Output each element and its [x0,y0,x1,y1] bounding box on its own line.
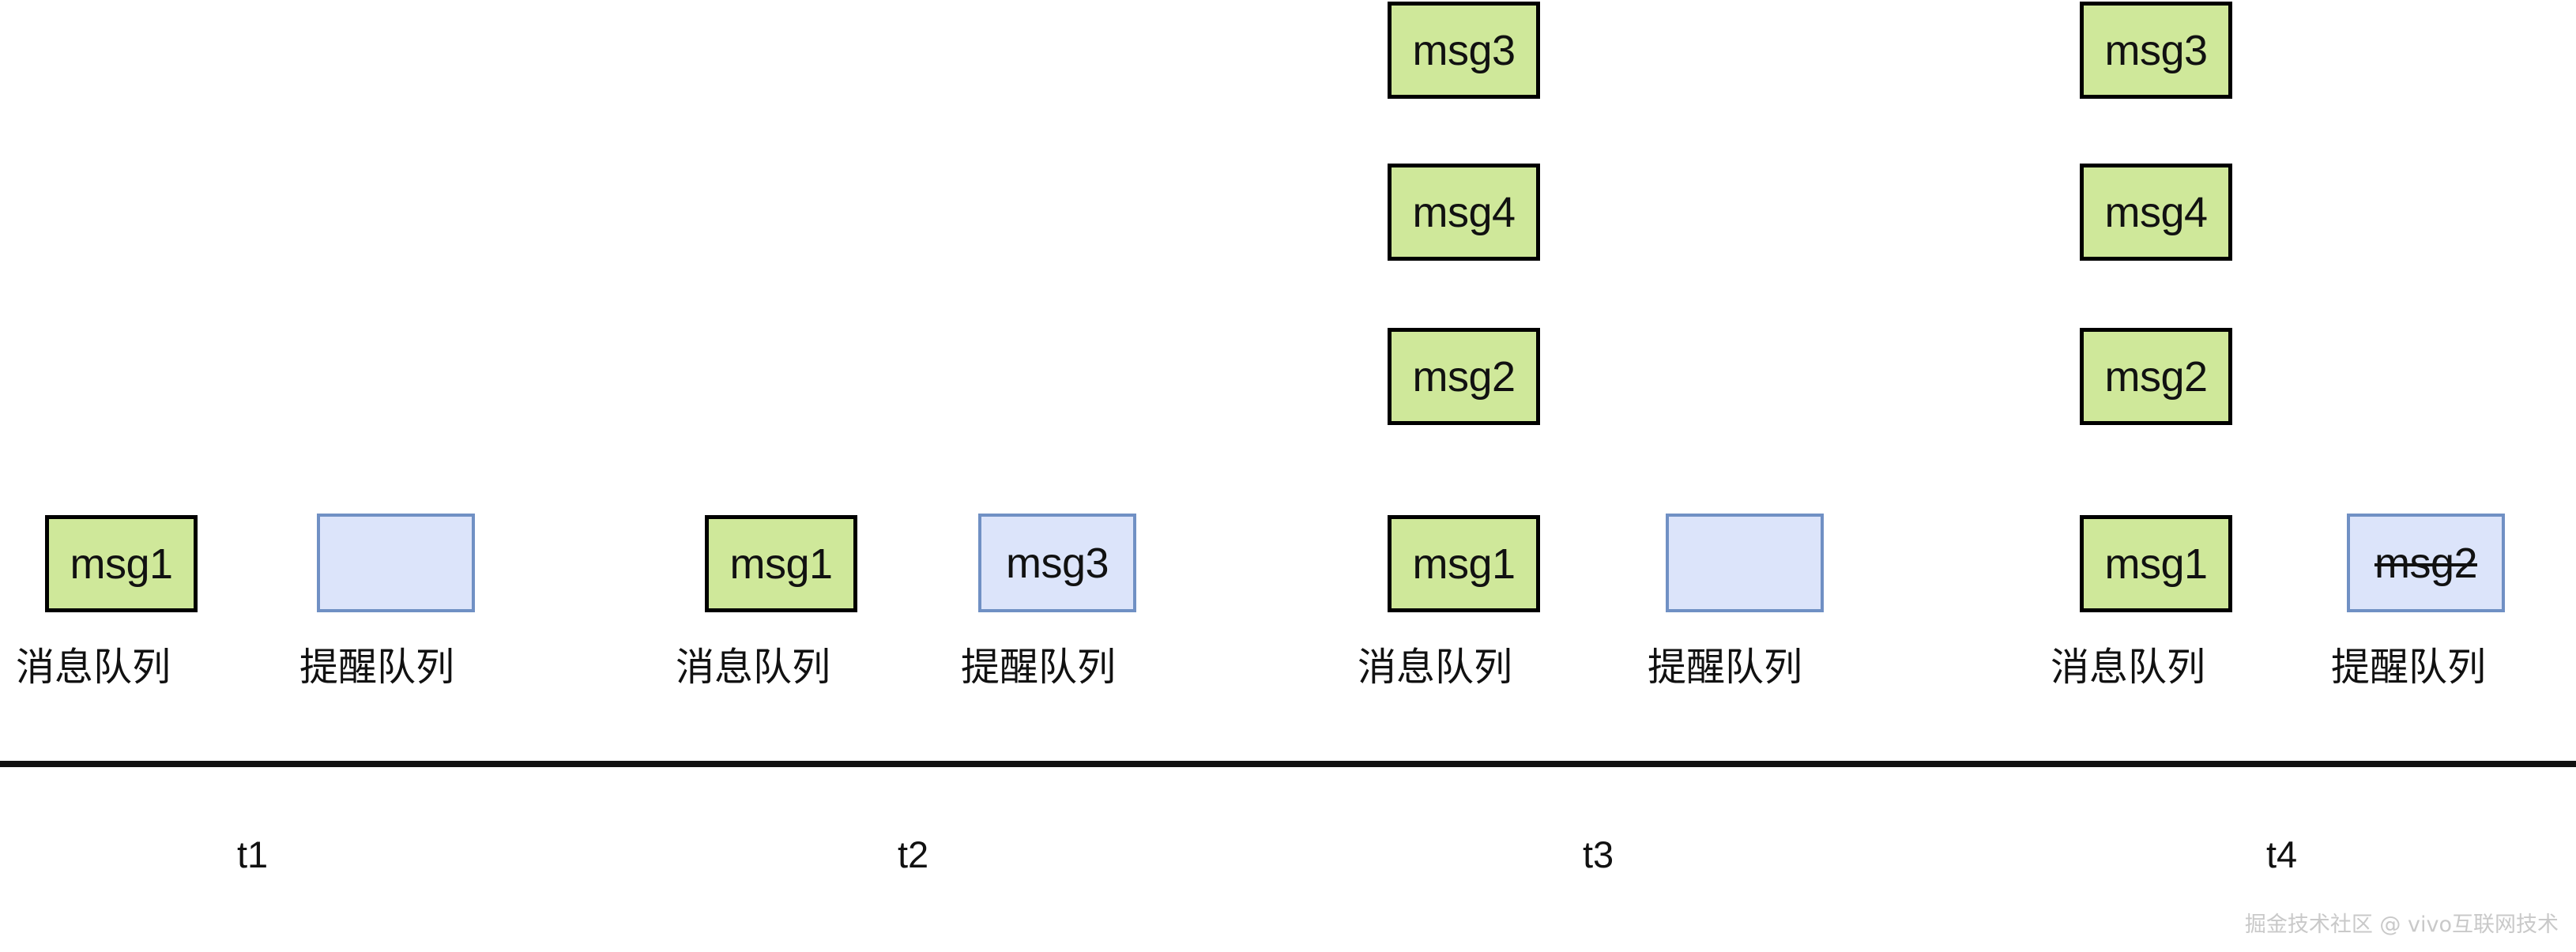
reminder-box-t3-empty [1666,514,1824,612]
message-box-t4-2: msg2 [2080,328,2232,425]
message-box-t3-1: msg4 [1388,164,1540,261]
reminder-box-t2-0: msg3 [978,514,1136,612]
queue-label-message-t4: 消息队列 [2051,645,2206,690]
message-box-t1-0: msg1 [45,515,198,612]
queue-label-reminder-t4: 提醒队列 [2331,645,2487,690]
queue-label-message-t3: 消息队列 [1358,645,1513,690]
reminder-box-t4-0: msg2 [2347,514,2505,612]
watermark: 掘金技术社区 @ vivo互联网技术 [2244,912,2559,937]
queue-label-reminder-t1: 提醒队列 [299,645,455,690]
queue-label-message-t1: 消息队列 [16,645,171,690]
message-box-t4-1: msg4 [2080,164,2232,261]
time-label-t4: t4 [2266,833,2298,875]
reminder-box-t4-0-text: msg2 [2374,539,2478,587]
time-label-t1: t1 [237,833,269,875]
reminder-box-t1-empty [317,514,475,612]
queue-label-reminder-t3: 提醒队列 [1648,645,1803,690]
time-label-t2: t2 [898,833,929,875]
message-box-t3-2: msg2 [1388,328,1540,425]
message-box-t2-0: msg1 [705,515,857,612]
queue-label-reminder-t2: 提醒队列 [961,645,1117,690]
message-box-t4-3: msg1 [2080,515,2232,612]
queue-label-message-t2: 消息队列 [676,645,831,690]
message-box-t4-0: msg3 [2080,2,2232,99]
message-box-t3-0: msg3 [1388,2,1540,99]
timeline-axis [0,761,2576,767]
time-label-t3: t3 [1583,833,1614,875]
message-box-t3-3: msg1 [1388,515,1540,612]
